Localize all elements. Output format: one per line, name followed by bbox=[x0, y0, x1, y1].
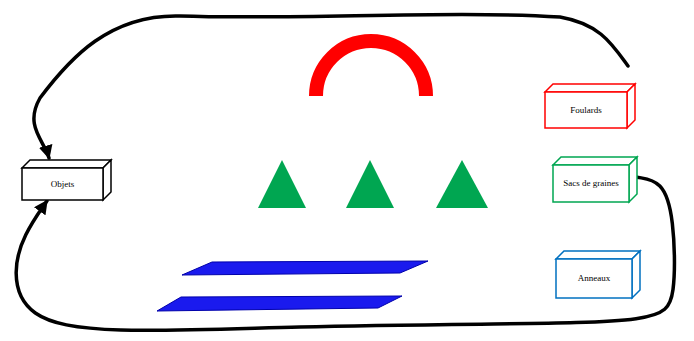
box-side bbox=[629, 157, 637, 202]
box-top bbox=[553, 157, 637, 165]
box-label: Anneaux bbox=[556, 273, 632, 283]
box-top bbox=[556, 251, 640, 259]
cone bbox=[258, 160, 306, 208]
box-label: Sacs de graines bbox=[553, 178, 629, 188]
storage-box: Foulards bbox=[545, 84, 635, 128]
mat bbox=[157, 296, 402, 311]
storage-box: Anneaux bbox=[556, 251, 640, 298]
box-label: Foulards bbox=[545, 105, 627, 115]
cone bbox=[436, 160, 488, 208]
box-top bbox=[22, 160, 111, 168]
box-front bbox=[553, 165, 629, 202]
box-front bbox=[556, 259, 632, 298]
storage-box: Sacs de graines bbox=[553, 157, 637, 202]
box-side bbox=[632, 251, 640, 298]
box-side bbox=[627, 84, 635, 128]
box-side bbox=[103, 160, 111, 200]
cone bbox=[346, 160, 394, 208]
box-front bbox=[545, 92, 627, 128]
circuit-path bbox=[34, 14, 628, 158]
mat bbox=[182, 261, 428, 275]
arch bbox=[316, 41, 426, 96]
box-label: Objets bbox=[22, 179, 103, 189]
storage-box: Objets bbox=[22, 160, 111, 200]
box-top bbox=[545, 84, 635, 92]
box-front bbox=[22, 168, 103, 200]
